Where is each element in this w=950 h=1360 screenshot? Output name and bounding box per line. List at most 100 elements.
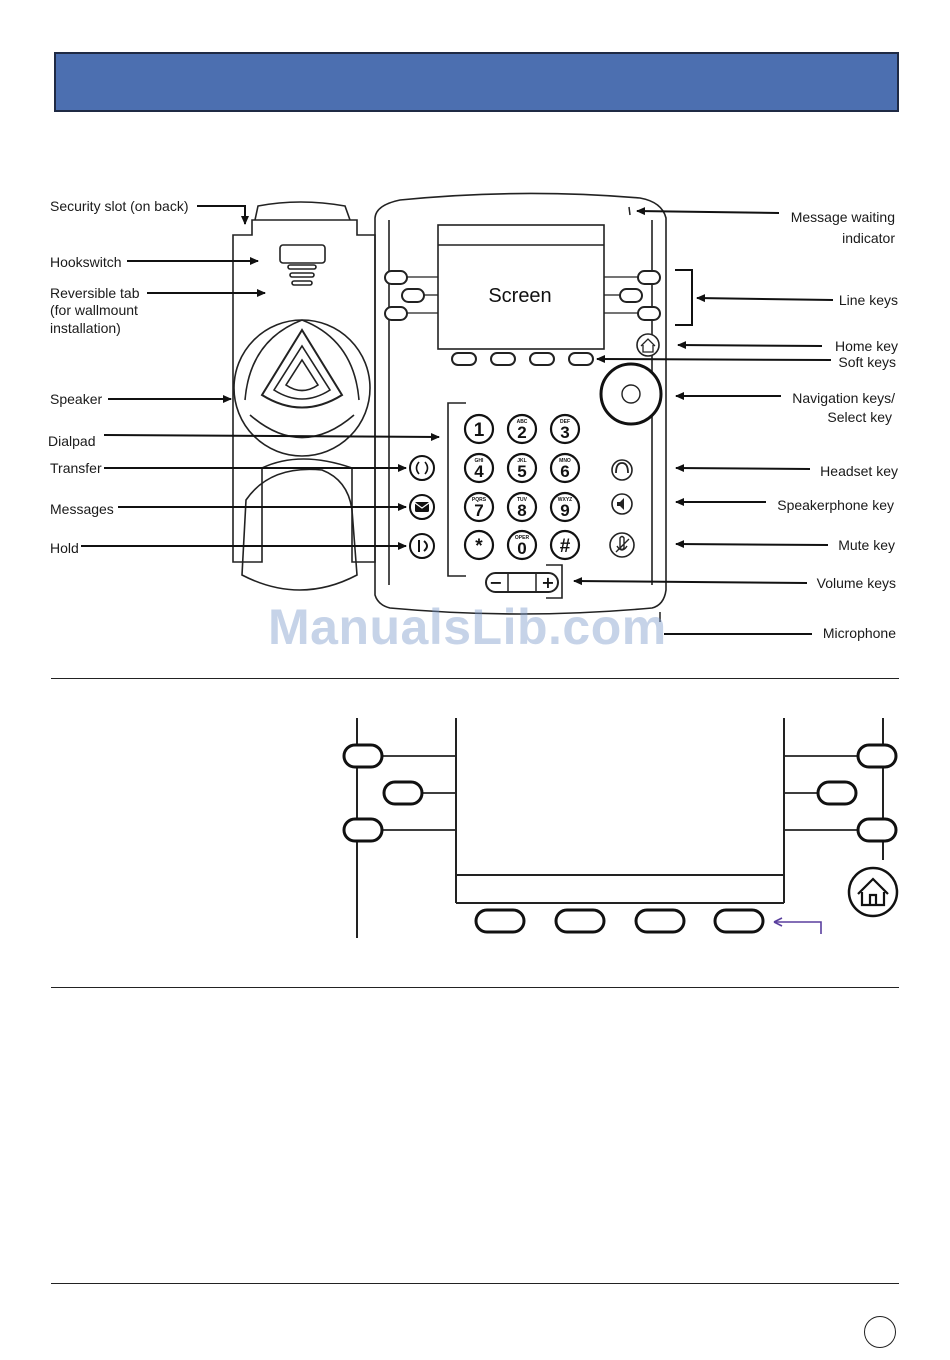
dialpad-key-star xyxy=(463,529,495,561)
dialpad-key-letters: WXYZ xyxy=(558,497,572,503)
divider-3 xyxy=(51,1283,899,1284)
line-key-right-2 xyxy=(619,288,643,303)
label-hold: Hold xyxy=(50,540,79,556)
dialpad-key-digit: 8 xyxy=(517,501,526,520)
divider-2 xyxy=(51,987,899,988)
label-reversible-tab-2: (for wallmount xyxy=(50,302,138,318)
detail-soft-key-1 xyxy=(474,908,526,934)
dialpad-key-digit: 0 xyxy=(517,539,526,558)
header-band xyxy=(54,52,899,112)
label-speaker: Speaker xyxy=(50,391,103,407)
hold-icon xyxy=(418,540,428,552)
select-key xyxy=(621,384,641,404)
label-home-key: Home key xyxy=(834,338,898,354)
mute-key xyxy=(609,532,635,558)
label-soft-keys: Soft keys xyxy=(838,354,896,370)
hookswitch xyxy=(254,201,351,221)
line-key-right-3 xyxy=(637,306,661,321)
volume-plus-label: + xyxy=(541,573,554,592)
label-microphone: Microphone xyxy=(822,625,896,641)
detail-line-key-right-3 xyxy=(856,817,898,843)
dialpad-key-4 xyxy=(463,452,495,484)
label-mute-key: Mute key xyxy=(838,537,895,553)
message-waiting-indicator xyxy=(628,206,631,216)
dialpad-key-6 xyxy=(549,452,581,484)
line-key-right-1 xyxy=(637,270,661,285)
label-line-keys: Line keys xyxy=(838,292,898,308)
dialpad-key-digit: # xyxy=(560,536,571,557)
dialpad-key-digit: * xyxy=(475,536,483,557)
transfer-icon xyxy=(415,461,429,475)
dialpad-key-1 xyxy=(463,413,495,445)
home-key xyxy=(636,333,660,357)
speaker-icon xyxy=(617,498,624,510)
label-reversible-tab-1: Reversible tab xyxy=(50,285,140,301)
dialpad-key-digit: 1 xyxy=(474,420,485,441)
dialpad-key-0 xyxy=(506,529,538,561)
page-number-badge xyxy=(864,1316,896,1348)
dialpad-key-letters: PQRS xyxy=(472,497,487,503)
detail-line-key-right-2 xyxy=(816,780,858,806)
label-navigation-2: Select key xyxy=(827,409,892,425)
label-message-waiting-2: indicator xyxy=(842,230,895,246)
label-navigation-1: Navigation keys/ xyxy=(792,390,895,406)
soft-key-2 xyxy=(490,352,516,366)
soft-key-4 xyxy=(568,352,594,366)
dialpad-key-letters: DEF xyxy=(560,419,570,425)
soft-key-pointer xyxy=(774,921,822,934)
dialpad-key-3 xyxy=(549,413,581,445)
detail-line-key-right-1 xyxy=(856,743,898,769)
dialpad-key-digit: 3 xyxy=(560,423,569,442)
volume-key xyxy=(485,572,559,593)
soft-key-3 xyxy=(529,352,555,366)
volume-minus-label: − xyxy=(489,573,502,592)
screen-frame xyxy=(437,224,605,350)
detail-soft-key-3 xyxy=(634,908,686,934)
dialpad-key-digit: 5 xyxy=(517,462,526,481)
dialpad-key-digit: 9 xyxy=(560,501,569,520)
line-key-left-1 xyxy=(384,270,408,285)
detail-soft-key-2 xyxy=(554,908,606,934)
mute-icon xyxy=(615,535,630,553)
dialpad-key-2 xyxy=(506,413,538,445)
label-message-waiting-1: Message waiting xyxy=(790,209,895,225)
dialpad-key-letters: TUV xyxy=(517,497,528,503)
dialpad-key-hash xyxy=(549,529,581,561)
hold-key xyxy=(409,533,435,559)
dialpad-key-digit: 2 xyxy=(517,423,526,442)
watermark: ManualsLib.com xyxy=(268,599,667,655)
soft-key-1 xyxy=(451,352,477,366)
dialpad-key-letters: ABC xyxy=(517,419,528,425)
dialpad-key-8 xyxy=(506,491,538,523)
divider-1 xyxy=(51,678,899,679)
screen-detail-diagram xyxy=(342,718,899,938)
detail-line-key-left-2 xyxy=(382,780,424,806)
dialpad-key-digit: 6 xyxy=(560,462,569,481)
label-hookswitch: Hookswitch xyxy=(50,254,122,270)
label-messages: Messages xyxy=(50,501,114,517)
label-dialpad: Dialpad xyxy=(48,433,96,449)
dialpad-key-letters: MNO xyxy=(559,458,571,464)
dialpad-key-letters: JKL xyxy=(517,458,526,464)
detail-line-key-left-1 xyxy=(342,743,384,769)
dialpad-key-digit: 4 xyxy=(474,462,484,481)
dialpad-key-9 xyxy=(549,491,581,523)
detail-home-key xyxy=(847,866,899,918)
dialpad-key-5 xyxy=(506,452,538,484)
phone-body xyxy=(374,192,667,615)
label-headset-key: Headset key xyxy=(820,463,898,479)
line-key-left-3 xyxy=(384,306,408,321)
detail-home-icon xyxy=(857,877,889,907)
label-reversible-tab-3: installation) xyxy=(50,320,121,336)
messages-icon xyxy=(415,502,429,512)
home-icon xyxy=(640,338,656,353)
label-speakerphone-key: Speakerphone key xyxy=(777,497,894,513)
line-key-left-2 xyxy=(401,288,425,303)
headset-icon xyxy=(615,462,629,474)
dialpad-key-letters: GHI xyxy=(475,458,485,464)
detail-line-key-left-3 xyxy=(342,817,384,843)
label-transfer: Transfer xyxy=(50,460,102,476)
transfer-key xyxy=(409,455,435,481)
